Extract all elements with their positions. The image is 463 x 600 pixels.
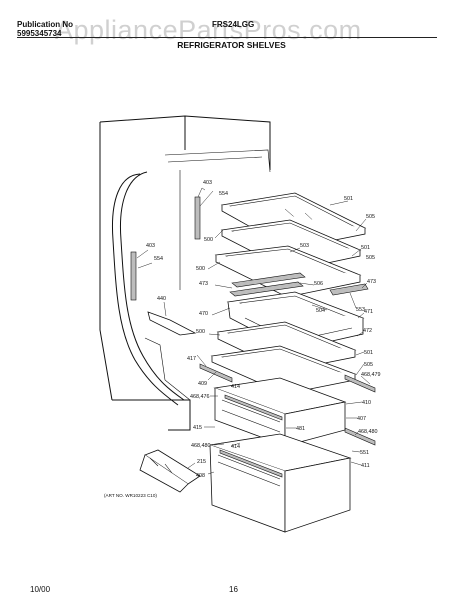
callout-407: 407 — [357, 416, 366, 422]
callout-440: 440 — [157, 296, 166, 302]
bracket-440 — [147, 311, 197, 336]
page-title: REFRIGERATOR SHELVES — [177, 40, 286, 50]
callout-505-second: 505 — [366, 255, 375, 261]
callout-468-476: 468,476 — [190, 394, 210, 400]
cabinet-liner — [99, 115, 271, 431]
shelf-support-rail-left — [130, 251, 137, 301]
callout-471: 471 — [364, 309, 373, 315]
shelf-support-rail-upper — [194, 187, 206, 240]
callout-468-480-right: 468,480 — [358, 429, 378, 435]
callout-554-top: 554 — [219, 191, 228, 197]
callout-505-top: 505 — [366, 214, 375, 220]
callout-409: 409 — [198, 381, 207, 387]
left-wall-trim — [111, 171, 185, 406]
footer-date: 10/00 — [30, 585, 51, 594]
crisper-drawer-lower — [209, 433, 352, 533]
callout-501-top: 501 — [344, 196, 353, 202]
callout-468-479: 468,479 — [361, 372, 381, 378]
shelf-rails — [229, 272, 369, 297]
callout-473-right: 473 — [367, 279, 376, 285]
callout-411: 411 — [361, 463, 370, 469]
callout-554-left: 554 — [154, 256, 163, 262]
watermark-text: AppliancePartsPros.com — [55, 15, 362, 45]
callout-500-mid: 500 — [196, 266, 205, 272]
header-rule — [17, 37, 437, 38]
callout-500-top: 500 — [204, 237, 213, 243]
publication-label: Publication No — [17, 20, 73, 29]
callout-553: 553 — [356, 307, 365, 313]
model-number: FRS24LGG — [212, 20, 255, 29]
callout-414-top: 414 — [231, 384, 240, 390]
pan-cover — [210, 345, 357, 395]
callout-403-left: 403 — [146, 243, 155, 249]
callout-505-low: 505 — [364, 362, 373, 368]
callout-414-low: 414 — [231, 444, 240, 450]
callout-481: 481 — [296, 426, 305, 432]
callout-504: 504 — [316, 308, 325, 314]
callout-215: 215 — [197, 459, 206, 465]
callout-470: 470 — [199, 311, 208, 317]
callout-501-low: 501 — [364, 350, 373, 356]
page-number: 16 — [229, 585, 238, 594]
door-bin-215 — [139, 449, 201, 493]
callout-labels: 403 554 501 505 500 503 501 505 403 554 … — [104, 180, 381, 498]
callout-408: 408 — [196, 473, 205, 479]
crisper-drawer-upper — [213, 377, 347, 447]
callout-415: 415 — [193, 425, 202, 431]
callout-403-top: 403 — [203, 180, 212, 186]
callout-503: 503 — [300, 243, 309, 249]
publication-number: 5995345734 — [17, 29, 62, 38]
callout-468-480-left: 468,480 — [191, 443, 211, 449]
art-number: (ART NO. WR10223 C10) — [104, 493, 157, 498]
callout-417: 417 — [187, 356, 196, 362]
callout-501-second: 501 — [361, 245, 370, 251]
callout-410: 410 — [362, 400, 371, 406]
callout-473-left: 473 — [199, 281, 208, 287]
callout-472: 472 — [363, 328, 372, 334]
callout-500-low: 500 — [196, 329, 205, 335]
leader-lines — [136, 190, 371, 475]
callout-506: 506 — [314, 281, 323, 287]
callout-551: 551 — [360, 450, 369, 456]
